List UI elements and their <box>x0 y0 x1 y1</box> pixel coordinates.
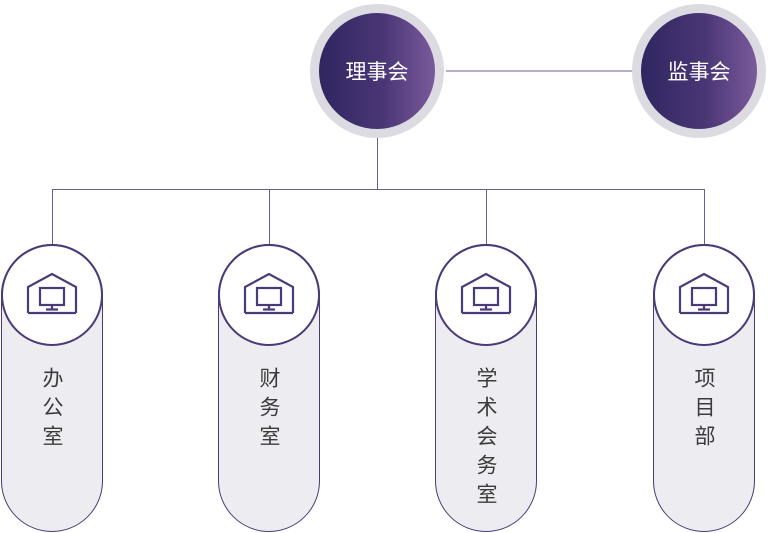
board-label: 理事会 <box>345 60 409 84</box>
dept-office-label: 办公室 <box>40 367 64 454</box>
dept-projects: 项目部 <box>652 243 755 532</box>
dept-finance-icon-circle <box>217 243 320 346</box>
dept-office: 办公室 <box>0 243 103 532</box>
dept-academic-conference: 学术会务室 <box>434 243 537 532</box>
dept-office-icon-circle <box>0 243 103 346</box>
supervisory-node: 监事会 <box>632 4 766 138</box>
dept-academic-conference-icon-circle <box>434 243 537 346</box>
supervisory-disc: 监事会 <box>641 13 757 129</box>
dept-academic-conference-label: 学术会务室 <box>474 367 498 512</box>
house-monitor-icon <box>460 272 511 314</box>
house-monitor-icon <box>678 272 729 314</box>
house-monitor-icon <box>26 272 77 314</box>
dept-finance-label: 财务室 <box>257 367 281 454</box>
board-node: 理事会 <box>310 4 444 138</box>
board-disc: 理事会 <box>319 13 435 129</box>
dept-projects-label: 项目部 <box>692 367 716 454</box>
supervisory-label: 监事会 <box>667 60 731 84</box>
house-monitor-icon <box>243 272 294 314</box>
dept-projects-icon-circle <box>652 243 755 346</box>
dept-finance: 财务室 <box>217 243 320 532</box>
